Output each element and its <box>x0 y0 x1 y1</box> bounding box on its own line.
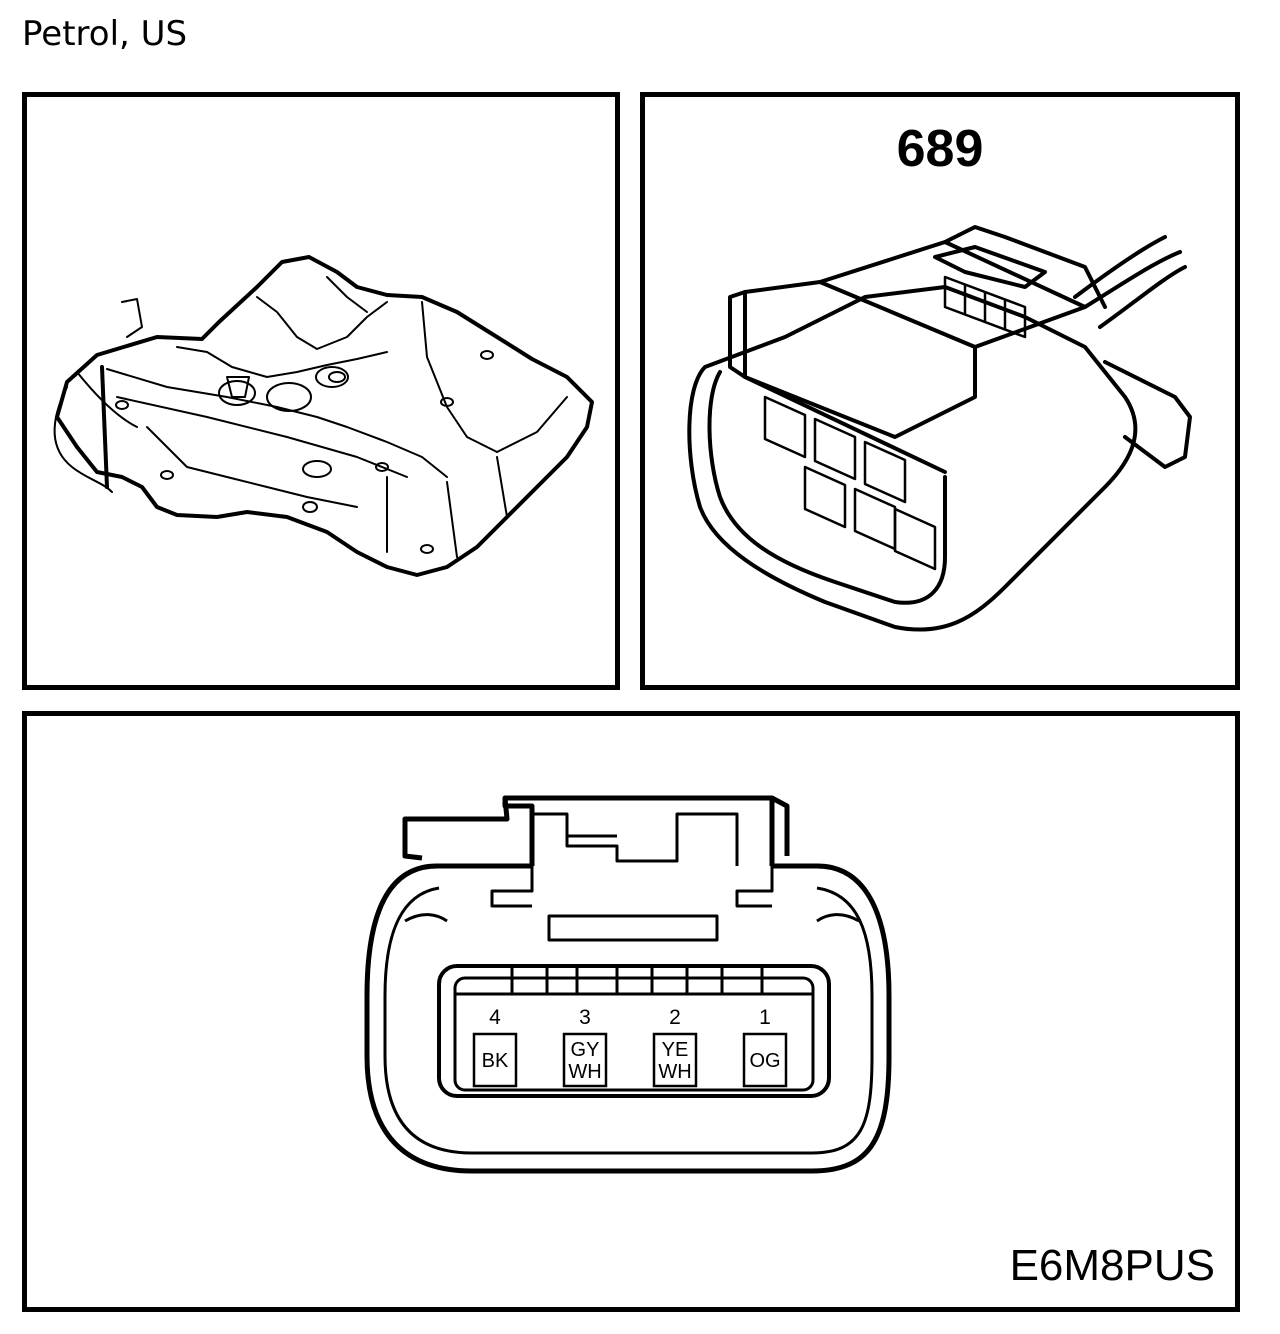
page-title: Petrol, US <box>22 14 188 54</box>
diagram-code: E6M8PUS <box>1009 1241 1215 1290</box>
pin-terminal-box <box>652 1032 698 1088</box>
pin-4: 4BK <box>472 1006 518 1088</box>
connector-number: 689 <box>896 120 984 178</box>
pin-terminal-box <box>562 1032 608 1088</box>
pin-1: 1OG <box>742 1006 788 1088</box>
wire-color-label: OG <box>749 1050 780 1072</box>
pin-terminal-box <box>472 1032 518 1088</box>
wire-color-label: BK <box>482 1050 509 1072</box>
fuel-tank-illustration <box>53 255 594 577</box>
location-view-panel <box>22 92 620 690</box>
wire-color-label: GY <box>571 1039 600 1061</box>
wire-color-label: WH <box>658 1061 691 1083</box>
pin-number: 3 <box>579 1006 591 1029</box>
wire-color-label: YE <box>662 1039 689 1061</box>
wire-color-label: WH <box>568 1061 601 1083</box>
connector-view-panel: 689 <box>640 92 1240 690</box>
pin-terminal-box <box>742 1032 788 1088</box>
pin-number: 4 <box>489 1006 501 1029</box>
pin-number: 1 <box>759 1006 771 1029</box>
pin-number: 2 <box>669 1006 681 1029</box>
connector-3d-illustration <box>687 225 1192 632</box>
